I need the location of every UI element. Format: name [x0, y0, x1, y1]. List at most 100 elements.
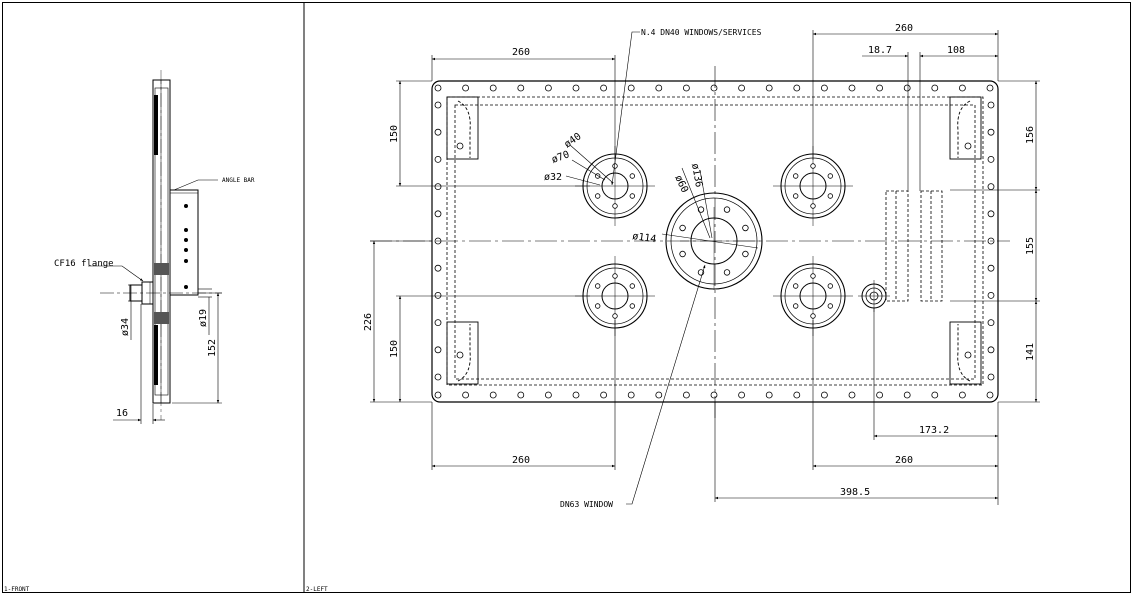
- bolt-hole: [987, 155, 995, 163]
- bolt-hole: [489, 391, 497, 399]
- bolt-hole: [931, 84, 939, 92]
- dimension-values: 260 260 18.7 108 150 150 226 156 155 141…: [363, 23, 1036, 498]
- bolt-hole: [986, 84, 994, 92]
- dn63-bolt-hole: [679, 224, 686, 232]
- dim-d19: ø19: [198, 309, 209, 327]
- dim-173-2: 173.2: [919, 425, 949, 436]
- bolt-hole: [434, 291, 442, 299]
- bolt-hole: [903, 84, 911, 92]
- window-bolt-hole: [612, 313, 618, 319]
- bolt-hole: [434, 391, 442, 399]
- bolt-hole: [434, 373, 442, 381]
- dn40-windows: [575, 146, 853, 336]
- dn40-windows-note: N.4 DN40 WINDOWS/SERVICES: [641, 28, 762, 37]
- dia-114: ø114: [632, 231, 657, 245]
- window-bolt-hole: [629, 193, 636, 199]
- centre-lines: [370, 66, 1010, 420]
- dim-152: 152: [207, 339, 218, 357]
- dim-bottom-left-260: 260: [512, 455, 530, 466]
- window-bolt-hole: [612, 203, 618, 209]
- dim-d34: ø34: [120, 318, 131, 336]
- bolt-hole: [572, 391, 580, 399]
- bolt-hole: [903, 391, 911, 399]
- bolt-hole: [434, 128, 442, 136]
- service-port: [858, 280, 890, 312]
- bolt-hole: [959, 391, 966, 399]
- bolt-hole: [462, 391, 470, 399]
- bolt-holes: [434, 84, 995, 399]
- window-bolt-hole: [792, 173, 799, 179]
- window-bolt-hole: [594, 193, 601, 199]
- window-bolt-hole: [594, 303, 601, 309]
- bolt-hole: [986, 391, 994, 399]
- dim-18-7: 18.7: [868, 45, 892, 56]
- bolt-hole: [683, 84, 690, 92]
- dia-70: ø70: [550, 149, 571, 166]
- dim-16: 16: [116, 408, 128, 419]
- dia-60: ø60: [672, 174, 690, 195]
- window-bolt-hole: [792, 283, 799, 289]
- bolt-hole: [821, 391, 828, 399]
- bolt-hole: [434, 210, 442, 218]
- bolt-hole: [517, 84, 525, 92]
- dia-136: ø136: [689, 163, 704, 189]
- bolt-hole: [793, 84, 801, 92]
- bolt-hole: [627, 391, 635, 399]
- dim-top-right-260: 260: [895, 23, 913, 34]
- window-bolt-hole: [612, 163, 618, 169]
- bolt-hole: [545, 391, 552, 399]
- left-view: N.4 DN40 WINDOWS/SERVICES DN63 WINDOW ø4…: [363, 23, 1040, 509]
- window-bolt-hole: [629, 173, 636, 179]
- left-view-label: 2-LEFT: [306, 586, 328, 593]
- bolt-hole: [434, 101, 442, 109]
- bolt-hole: [987, 373, 995, 381]
- window-bolt-hole: [629, 283, 636, 289]
- dim-right-155: 155: [1025, 237, 1036, 255]
- cf16-flange-label: CF16 flange: [54, 259, 114, 269]
- bolt-hole: [987, 319, 995, 327]
- bolt-hole: [821, 84, 828, 92]
- angle-bar-label: ANGLE BAR: [222, 177, 255, 184]
- dim-left-150-bottom: 150: [389, 340, 400, 358]
- bolt-hole: [987, 264, 995, 272]
- front-view: ANGLE BAR CF16 flange ø34 ø19 152 16: [54, 70, 255, 424]
- bolt-hole: [876, 84, 883, 92]
- dn63-bolt-hole: [697, 206, 705, 213]
- bolt-hole: [738, 84, 745, 92]
- bolt-hole: [572, 84, 580, 92]
- dim-top-left-260: 260: [512, 47, 530, 58]
- bolt-hole: [987, 128, 995, 136]
- bolt-hole: [987, 101, 995, 109]
- bolt-hole: [434, 346, 442, 354]
- dn63-window: [665, 192, 763, 290]
- window-bolt-hole: [810, 313, 816, 319]
- dim-right-141: 141: [1025, 343, 1036, 361]
- corner-brackets: [446, 96, 982, 385]
- window-bolt-hole: [810, 203, 816, 209]
- bolt-hole: [600, 84, 607, 92]
- dn63-bolt-hole: [723, 269, 731, 276]
- bolt-hole: [655, 84, 663, 92]
- window-bolt-hole: [810, 273, 816, 279]
- dn63-bolt-hole: [723, 206, 731, 213]
- window-bolt-hole: [827, 283, 834, 289]
- window-bolt-hole: [810, 163, 816, 169]
- dn63-window-note: DN63 WINDOW: [560, 500, 613, 509]
- bolt-hole: [987, 346, 995, 354]
- dn63-bolt-hole: [742, 224, 749, 232]
- dim-398-5: 398.5: [840, 487, 870, 498]
- bolt-hole: [765, 84, 773, 92]
- bolt-hole: [434, 155, 442, 163]
- bolt-hole: [517, 391, 525, 399]
- bolt-hole: [683, 391, 690, 399]
- window-bolt-hole: [629, 303, 636, 309]
- bolt-hole: [434, 264, 442, 272]
- front-view-label: 1-FRONT: [4, 586, 30, 593]
- dim-108: 108: [947, 45, 965, 56]
- dim-left-226: 226: [363, 313, 374, 331]
- dn63-bolt-hole: [679, 250, 686, 258]
- bolt-hole: [793, 391, 801, 399]
- bolt-hole: [655, 391, 663, 399]
